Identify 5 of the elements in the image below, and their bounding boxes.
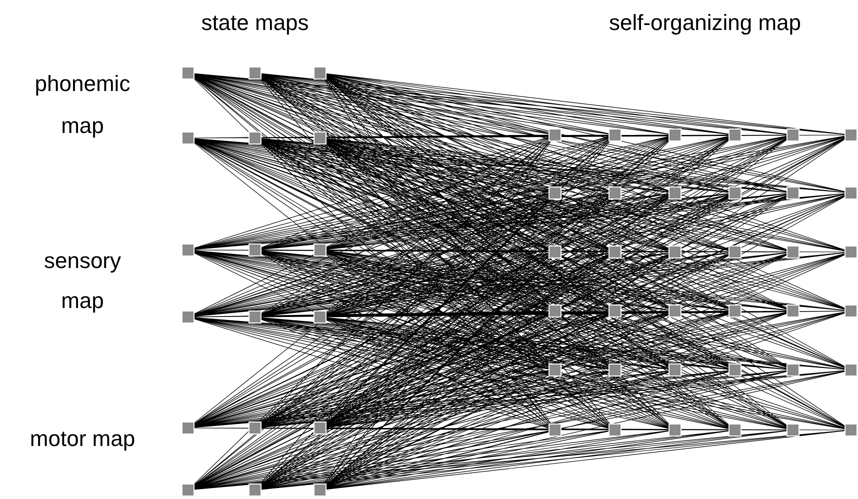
map-label: phonemic map: [34, 70, 132, 140]
column-heading: self-organizing map: [608, 9, 802, 37]
map-label: motor map: [28, 425, 136, 453]
map-label: sensory map: [42, 247, 122, 315]
column-heading: state maps: [200, 9, 310, 37]
